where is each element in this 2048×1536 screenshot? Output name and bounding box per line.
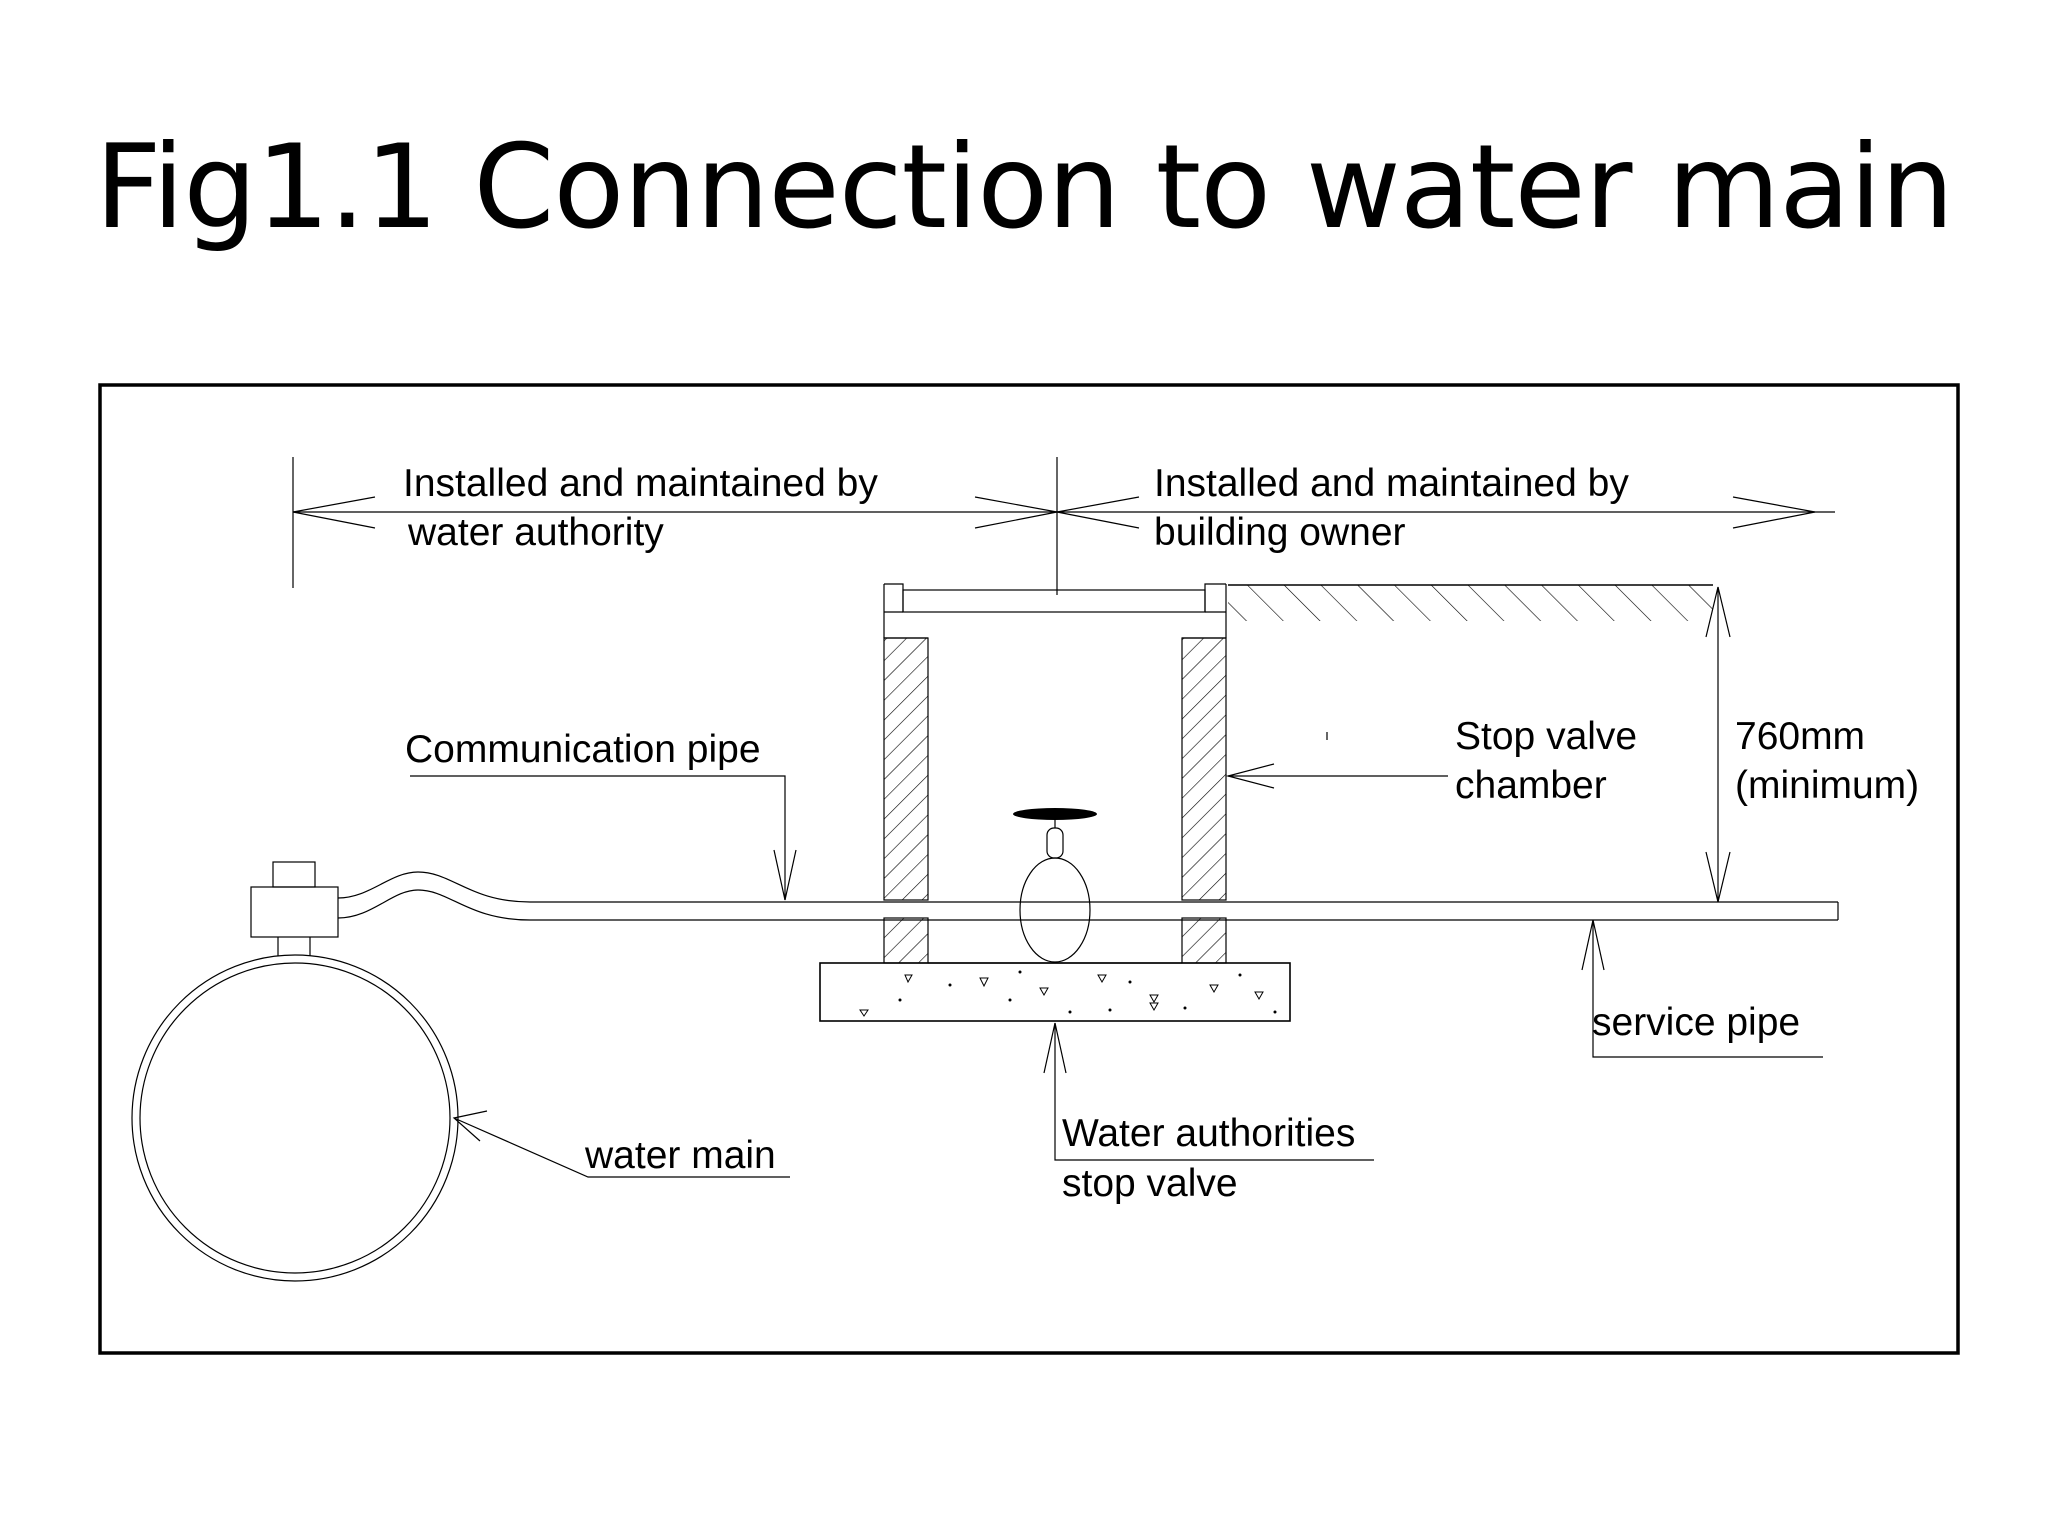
stop-valve bbox=[1013, 808, 1097, 963]
stop-valve-chamber bbox=[883, 583, 1227, 964]
water-main-leader bbox=[452, 1110, 790, 1178]
communication-pipe-label: Communication pipe bbox=[405, 728, 761, 771]
service-pipe-label: service pipe bbox=[1592, 1001, 1800, 1044]
water-main bbox=[131, 861, 459, 1282]
stop-valve-chamber-leader bbox=[1225, 732, 1448, 789]
ground-surface bbox=[1228, 584, 1713, 621]
water-authority-zone-label: Installed and maintained by water author… bbox=[403, 462, 889, 554]
valve-handwheel bbox=[1013, 808, 1097, 820]
water-main-label: water main bbox=[584, 1134, 776, 1177]
depth-dimension-label: 760mm (minimum) bbox=[1735, 715, 1919, 807]
responsibility-dimension bbox=[292, 457, 1835, 595]
stop-valve-chamber-label: Stop valve chamber bbox=[1455, 715, 1648, 807]
communication-pipe-leader bbox=[410, 775, 797, 901]
authority-stop-valve-label: Water authorities stop valve bbox=[1062, 1112, 1366, 1205]
concrete-base bbox=[819, 962, 1291, 1022]
diagram-frame bbox=[98, 383, 1960, 1355]
depth-dimension-line bbox=[1705, 586, 1731, 903]
service-pipe-leader bbox=[1581, 919, 1823, 1058]
building-owner-zone-label: Installed and maintained by building own… bbox=[1154, 462, 1640, 554]
figure-title: Fig1.1 Connection to water main bbox=[94, 120, 1954, 255]
authority-stop-valve-leader bbox=[1043, 1022, 1374, 1161]
service-and-communication-pipe bbox=[337, 871, 1839, 921]
